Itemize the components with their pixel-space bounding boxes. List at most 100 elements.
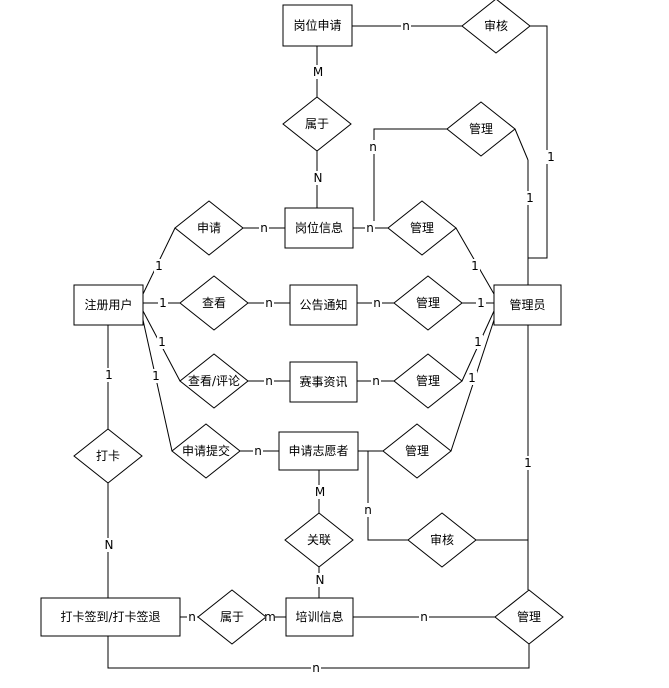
cardinality-label: 1 [471, 259, 479, 273]
entity-box [40, 597, 181, 637]
cardinality-backdrop [187, 610, 197, 624]
cardinality-backdrop [265, 610, 275, 624]
cardinality-label: n [254, 444, 262, 458]
entity-label: 岗位申请 [293, 18, 341, 33]
cardinality-backdrop [104, 368, 114, 382]
entity-user: 注册用户 [73, 284, 144, 326]
relation-diamond [382, 423, 452, 479]
relation-diamond [73, 428, 143, 484]
entity-box [73, 284, 144, 326]
relation-r-audit-job: 审核 [461, 0, 531, 54]
cardinality-backdrop [154, 259, 164, 273]
cardinality-label: 1 [158, 335, 166, 349]
entity-label: 注册用户 [84, 297, 132, 312]
relation-label: 管理 [410, 220, 434, 235]
relation-diamond [174, 200, 244, 256]
cardinality-label: 1 [155, 259, 163, 273]
entity-box [285, 597, 354, 637]
entity-news: 赛事资讯 [289, 361, 358, 403]
entity-label: 打卡签到/打卡签退 [60, 609, 160, 624]
relation-r-submit: 申请提交 [171, 423, 241, 479]
entity-admin: 管理员 [493, 284, 562, 326]
entity-checkin: 打卡签到/打卡签退 [40, 597, 181, 637]
relation-r-punch: 打卡 [73, 428, 143, 484]
relation-diamond [494, 589, 564, 645]
cardinality-label: 1 [474, 335, 482, 349]
cardinality-backdrop [313, 171, 323, 185]
relation-diamond [179, 275, 249, 331]
cardinality-backdrop [264, 374, 274, 388]
cardinality-label: n [369, 140, 377, 154]
relation-diamond [387, 200, 457, 256]
cardinality-label: N [105, 538, 114, 552]
cardinality-backdrop [525, 191, 535, 205]
cardinality-label: n [364, 503, 372, 517]
relation-r-audit-vol: 审核 [407, 512, 477, 568]
entity-label: 管理员 [509, 297, 545, 312]
cardinality-backdrop [104, 538, 114, 552]
entity-box [289, 284, 358, 326]
connector-line [450, 319, 495, 452]
cardinality-backdrop [253, 444, 263, 458]
cardinality-backdrop [467, 371, 477, 385]
cardinality-backdrop [476, 296, 486, 310]
entity-box [493, 284, 562, 326]
connector-line [367, 451, 408, 541]
relation-r-manage-vol: 管理 [382, 423, 452, 479]
cardinality-label: n [312, 661, 320, 675]
cardinality-label: n [402, 19, 410, 33]
relation-label: 管理 [469, 121, 493, 136]
relation-diamond [407, 512, 477, 568]
cardinality-label: n [373, 296, 381, 310]
relation-label: 查看/评论 [188, 374, 240, 388]
relation-diamond [461, 0, 531, 54]
relation-r-manage-top: 管理 [446, 101, 516, 157]
cardinality-label: n [260, 221, 268, 235]
entity-label: 岗位信息 [295, 220, 343, 235]
cardinality-label: 1 [477, 296, 485, 310]
cardinality-backdrop [264, 296, 274, 310]
relation-r-manage-notice: 管理 [393, 275, 463, 331]
shape-layer: 岗位申请岗位信息注册用户公告通知管理员赛事资讯申请志愿者打卡签到/打卡签退培训信… [40, 0, 564, 645]
cardinality-backdrop [365, 221, 375, 235]
cardinality-backdrop [546, 150, 556, 164]
cardinality-backdrop [311, 661, 321, 675]
relation-label: 管理 [405, 443, 429, 458]
cardinality-label: n [420, 610, 428, 624]
entity-label: 培训信息 [295, 609, 343, 624]
cardinality-label: 1 [159, 296, 167, 310]
relation-label: 申请提交 [182, 443, 230, 458]
entity-box [289, 361, 358, 403]
cardinality-label: M [315, 485, 325, 499]
relation-diamond [282, 96, 352, 152]
relation-label: 管理 [416, 295, 440, 310]
relation-label: 查看 [202, 296, 226, 310]
entity-volunteer: 申请志愿者 [278, 431, 359, 471]
cardinality-label: N [314, 171, 323, 185]
cardinality-label: 1 [526, 191, 534, 205]
entity-training: 培训信息 [285, 597, 354, 637]
relation-r-manage-news: 管理 [393, 353, 463, 409]
cardinality-backdrop [473, 335, 483, 349]
relation-diamond [446, 101, 516, 157]
relation-r-view: 查看 [179, 275, 249, 331]
cardinality-backdrop [401, 19, 411, 33]
connector-line [528, 25, 548, 259]
cardinality-label: n [372, 374, 380, 388]
connector-line [142, 319, 173, 452]
relation-diamond [393, 353, 463, 409]
relation-label: 管理 [416, 373, 440, 388]
cardinality-backdrop [151, 369, 161, 383]
cardinality-label: 1 [547, 150, 555, 164]
entity-job-info: 岗位信息 [284, 207, 354, 249]
connector-line [373, 128, 447, 228]
cardinality-label: m [264, 610, 276, 624]
relation-label: 打卡 [96, 449, 120, 463]
relation-label: 审核 [484, 18, 508, 33]
cardinality-backdrop [372, 296, 382, 310]
relation-diamond [393, 275, 463, 331]
cardinality-label: M [313, 65, 323, 79]
entity-box [278, 431, 359, 471]
cardinality-backdrop [523, 456, 533, 470]
